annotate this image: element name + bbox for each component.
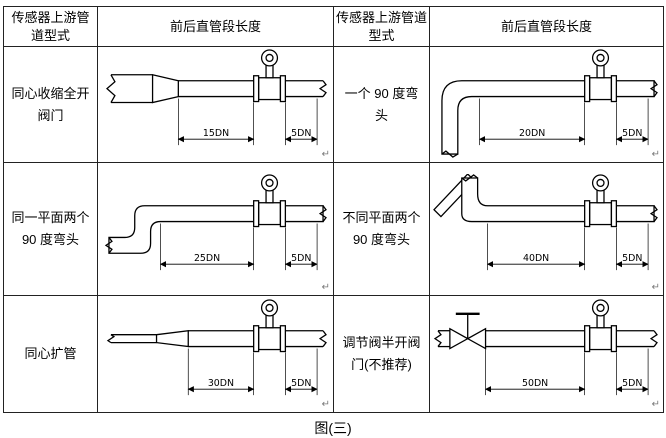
- flowmeter-icon: [252, 49, 286, 103]
- upstream-length-label: 30DN: [207, 378, 233, 389]
- config-label-single-elbow: 一个 90 度弯头: [333, 46, 430, 164]
- flowmeter-icon: [583, 49, 617, 103]
- pipe-break-icon: [441, 150, 458, 158]
- concentric-reducer-diagram: 15DN 5DN: [105, 49, 327, 146]
- table-row: 同心扩管 30DN: [3, 295, 664, 414]
- downstream-length-label: 5DN: [622, 128, 642, 139]
- downstream-length-label: 5DN: [622, 253, 642, 264]
- table-row: 同一平面两个 90 度弯头 25DN 5DN ↵: [3, 162, 664, 297]
- downstream-length-label: 5DN: [291, 378, 311, 389]
- config-diagram-concentric-expander: 30DN 5DN ↵: [97, 295, 334, 414]
- paragraph-mark: ↵: [321, 282, 330, 294]
- pipe-break-icon: [105, 74, 116, 103]
- concentric-expander-diagram: 30DN 5DN: [106, 298, 327, 395]
- config-diagram-two-elbows-same-plane: 25DN 5DN ↵: [97, 162, 334, 297]
- expander-cone-icon: [155, 329, 189, 347]
- reducer-cone-icon: [151, 74, 179, 104]
- upstream-length-label: 20DN: [519, 128, 545, 139]
- config-diagram-half-open-valve: 50DN 5DN ↵: [429, 295, 664, 414]
- paragraph-mark: ↵: [321, 149, 330, 161]
- upstream-length-label: 25DN: [193, 253, 219, 264]
- table-row: 同心收缩全开阀门 15DN: [3, 46, 664, 164]
- elbow-pipe-icon: [440, 80, 655, 155]
- upstream-length-label: 40DN: [522, 253, 548, 264]
- installation-requirements-table: 传感器上游管道型式 前后直管段长度 传感器上游管道型式 前后直管段长度 同心收缩…: [3, 5, 664, 414]
- paragraph-mark: ↵: [651, 399, 660, 411]
- upstream-length-label: 50DN: [521, 378, 547, 389]
- paragraph-mark: ↵: [651, 282, 660, 294]
- single-elbow-diagram: 20DN 5DN: [440, 49, 658, 158]
- pipe-break-icon: [649, 204, 658, 222]
- valve-body-icon: [448, 327, 469, 350]
- flowmeter-icon: [252, 173, 286, 227]
- config-label-two-elbows-different-plane: 不同平面两个 90 度弯头: [333, 162, 430, 297]
- downstream-length-label: 5DN: [291, 128, 311, 139]
- config-diagram-single-elbow: 20DN 5DN ↵: [429, 46, 664, 164]
- header-straight-length-left: 前后直管段长度: [97, 5, 334, 48]
- header-upstream-type-left: 传感器上游管道型式: [3, 5, 98, 48]
- s-bend-pipe-icon: [107, 204, 324, 254]
- config-diagram-two-elbows-different-plane: 40DN 5DN ↵: [429, 162, 664, 297]
- config-label-concentric-expander: 同心扩管: [3, 295, 98, 414]
- header-row: 传感器上游管道型式 前后直管段长度 传感器上游管道型式 前后直管段长度: [3, 5, 664, 48]
- two-elbows-different-plane-diagram: 40DN 5DN: [432, 173, 658, 270]
- downstream-length-label: 5DN: [291, 253, 311, 264]
- header-upstream-type-right: 传感器上游管道型式: [333, 5, 430, 48]
- pipe-break-icon: [433, 329, 442, 347]
- vertical-elbow-pipe-icon: [460, 176, 655, 222]
- pipe-break-icon: [318, 204, 327, 222]
- pipe-break-icon: [104, 236, 113, 254]
- paragraph-mark: ↵: [321, 399, 330, 411]
- config-label-two-elbows-same-plane: 同一平面两个 90 度弯头: [3, 162, 98, 297]
- two-elbows-same-plane-diagram: 25DN 5DN: [104, 173, 327, 270]
- pipe-break-icon: [649, 80, 658, 98]
- config-diagram-concentric-reducer: 15DN 5DN ↵: [97, 46, 334, 164]
- flowmeter-icon: [583, 173, 617, 227]
- flowmeter-icon: [583, 298, 617, 352]
- flowmeter-icon: [252, 298, 286, 352]
- upstream-length-label: 15DN: [202, 128, 228, 139]
- pipe-break-icon: [318, 329, 327, 347]
- config-label-half-open-valve: 调节阀半开阀门(不推荐): [333, 295, 430, 414]
- pipe-break-icon: [460, 173, 478, 182]
- figure-caption: 图(三): [314, 420, 352, 437]
- config-label-concentric-reducer: 同心收缩全开阀门: [3, 46, 98, 164]
- half-open-valve-diagram: 50DN 5DN: [433, 298, 658, 395]
- valve-body-icon: [465, 327, 486, 350]
- paragraph-mark: ↵: [651, 149, 660, 161]
- header-straight-length-right: 前后直管段长度: [429, 5, 664, 48]
- downstream-length-label: 5DN: [622, 378, 642, 389]
- pipe-break-icon: [649, 329, 658, 347]
- pipe-break-icon: [318, 80, 327, 98]
- pipe-break-icon: [106, 333, 115, 343]
